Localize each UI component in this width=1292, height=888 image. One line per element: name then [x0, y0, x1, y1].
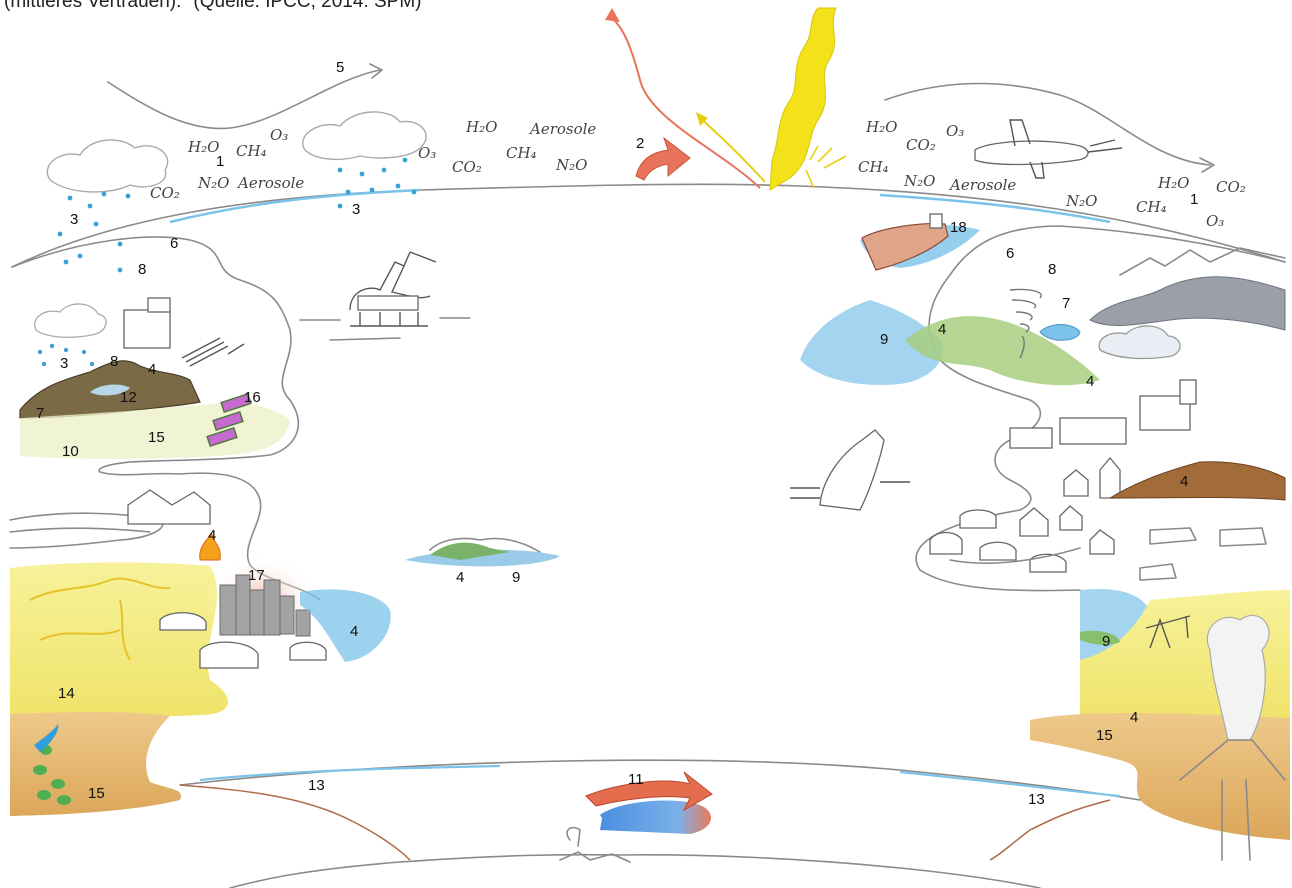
gas-o3-mid: O₃	[418, 144, 436, 162]
cloud-storm-right	[1099, 326, 1180, 359]
gas-aerosole-top: Aerosole	[528, 120, 596, 138]
ocean-circulation-arrow	[600, 800, 711, 834]
label-9-south: 9	[1102, 633, 1110, 650]
label-4-erosion: 4	[1180, 473, 1188, 490]
gas-o3-right: O₃	[946, 122, 964, 140]
lake-right	[1040, 325, 1080, 341]
label-6-right: 6	[1006, 245, 1014, 262]
mountains-right	[1120, 248, 1285, 275]
label-4-hill: 4	[1086, 373, 1094, 390]
factory-left	[124, 298, 244, 366]
gas-n2o-right: N₂O	[903, 172, 935, 190]
label-8-b: 8	[110, 353, 118, 370]
gas-o3-far: O₃	[1206, 212, 1224, 230]
eroded-hill	[1110, 462, 1285, 500]
gas-co2-mid: CO₂	[452, 158, 482, 176]
atmosphere-blue-edge	[170, 190, 420, 222]
label-4-mountain: 4	[148, 361, 156, 378]
livestock	[1140, 528, 1266, 580]
gas-n2o-left: N₂O	[197, 174, 229, 192]
outgoing-heat-arrow	[612, 18, 760, 188]
label-4-island: 4	[456, 569, 464, 586]
label-8-right: 8	[1048, 261, 1056, 278]
village-right	[930, 458, 1120, 572]
cloud-middle	[303, 112, 426, 159]
gas-h2o-far: H₂O	[1157, 174, 1189, 192]
label-5: 5	[336, 59, 344, 76]
gas-ch4-left: CH₄	[236, 142, 267, 160]
airplane	[975, 120, 1122, 178]
label-3-c: 3	[60, 355, 68, 372]
label-15-left: 15	[148, 429, 165, 446]
outgoing-heat-arrowhead	[605, 8, 620, 22]
label-3-b: 3	[352, 201, 360, 218]
water-ripples-rig	[300, 318, 470, 340]
gas-ch4-far: CH₄	[1136, 198, 1167, 216]
label-8-a: 8	[138, 261, 146, 278]
gas-o3-left: O₃	[270, 126, 288, 144]
label-2: 2	[636, 135, 644, 152]
thermal-vent	[567, 828, 580, 846]
label-9-coast: 9	[880, 331, 888, 348]
label-14: 14	[58, 685, 75, 702]
gas-aerosole-right: Aerosole	[948, 176, 1016, 194]
river-right	[1090, 277, 1285, 330]
ocean-ridge	[560, 852, 630, 862]
gas-h2o-right: H₂O	[865, 118, 897, 136]
label-4-tornado: 4	[938, 321, 946, 338]
gas-co2-left: CO₂	[150, 184, 180, 202]
gas-aerosole-left: Aerosole	[236, 174, 304, 192]
gas-n2o-top: N₂O	[555, 156, 587, 174]
gas-h2o-top: H₂O	[465, 118, 497, 136]
sun-scatter-arrows	[806, 146, 846, 188]
label-13-right: 13	[1028, 791, 1045, 808]
solar-radiation-bolt	[770, 8, 836, 190]
label-4-city: 4	[350, 623, 358, 640]
tanker-ship	[790, 430, 910, 510]
label-10: 10	[62, 443, 79, 460]
cloud-small-left	[35, 304, 106, 337]
label-3-a: 3	[70, 211, 78, 228]
label-9-island: 9	[512, 569, 520, 586]
label-11: 11	[628, 771, 644, 788]
factory-right	[1010, 380, 1196, 448]
gas-ch4-right: CH₄	[858, 158, 889, 176]
greenhouses	[128, 490, 210, 524]
label-18: 18	[950, 219, 967, 236]
continental-shelf-right	[990, 800, 1110, 860]
label-4-fire: 4	[208, 527, 216, 544]
gas-ch4-top: CH₄	[506, 144, 537, 162]
ocean-floor-line-lower	[230, 855, 1040, 888]
label-12: 12	[120, 389, 137, 406]
gas-n2o-far: N₂O	[1065, 192, 1097, 210]
label-16: 16	[244, 389, 261, 406]
gas-h2o-left: H₂O	[187, 138, 219, 156]
oil-rig	[350, 252, 436, 326]
continental-shelf-left	[180, 785, 410, 860]
label-15-right: 15	[1096, 727, 1113, 744]
label-4-desert: 4	[1130, 709, 1138, 726]
label-1-left: 1	[216, 153, 224, 170]
label-6-left: 6	[170, 235, 178, 252]
label-13-left: 13	[308, 777, 325, 794]
label-15-sand: 15	[88, 785, 105, 802]
atmospheric-circulation-arrow-left	[108, 70, 380, 128]
label-1-right: 1	[1190, 191, 1198, 208]
label-7-right: 7	[1062, 295, 1070, 312]
gas-co2-far: CO₂	[1216, 178, 1246, 196]
label-17: 17	[248, 567, 265, 584]
label-7-left: 7	[36, 405, 44, 422]
gas-co2-right: CO₂	[906, 136, 936, 154]
